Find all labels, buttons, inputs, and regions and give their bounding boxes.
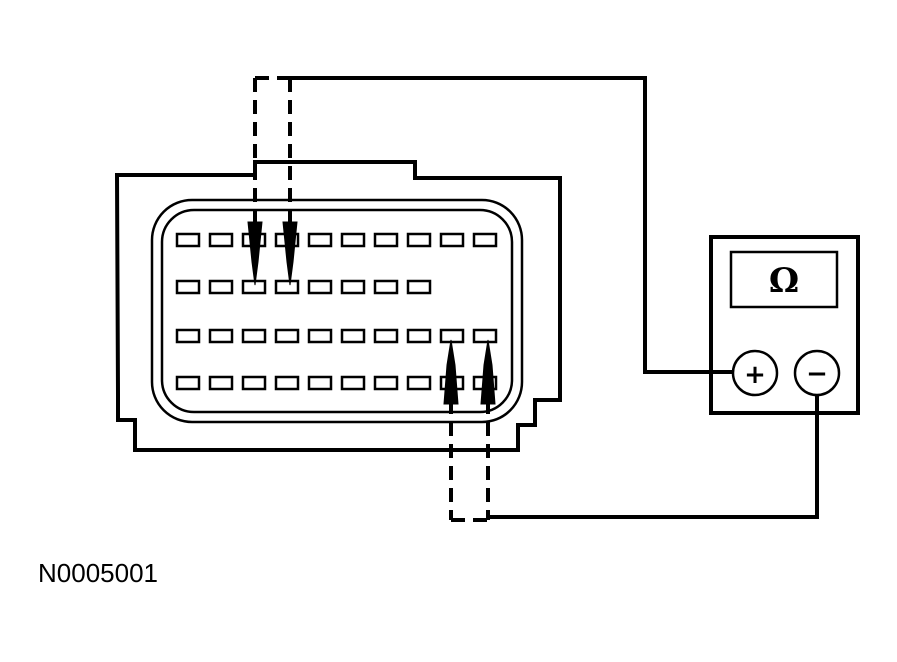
ohmmeter-display	[729, 250, 839, 309]
negative-terminal-label: −	[806, 359, 828, 389]
pin-cavity-r3-p2	[208, 328, 234, 344]
pin-cavity-r4-p3	[241, 375, 267, 391]
pin-cavity-r3-p5	[307, 328, 333, 344]
pin-cavity-r2-p4	[274, 279, 300, 295]
figure-reference-code: N0005001	[38, 558, 158, 588]
pin-cavity-r3-p1	[175, 328, 201, 344]
negative-terminal	[793, 349, 841, 397]
pin-cavity-r3-p4	[274, 328, 300, 344]
pin-cavity-r2-p3	[241, 279, 267, 295]
ohmmeter-body	[709, 235, 860, 415]
pin-cavity-r4-p2	[208, 375, 234, 391]
lead-negative-solid	[488, 394, 819, 519]
positive-terminal-label: +	[744, 360, 766, 390]
pin-cavity-r4-p4	[274, 375, 300, 391]
pin-cavity-r3-p6	[340, 328, 366, 344]
pin-cavity-r3-p8	[406, 328, 432, 344]
pin-cavity-r2-p8	[406, 279, 432, 295]
connector-seal-inner	[160, 208, 514, 414]
probe-tip-top-right	[282, 221, 298, 286]
connector-seal-outer	[150, 198, 524, 424]
pin-cavity-r4-p5	[307, 375, 333, 391]
positive-terminal	[731, 349, 779, 397]
pin-cavity-r1-p5	[307, 232, 333, 248]
pin-cavity-r4-p8	[406, 375, 432, 391]
ohm-symbol: Ω	[769, 261, 799, 301]
connector-housing	[114, 160, 562, 452]
pin-cavity-r2-p2	[208, 279, 234, 295]
pin-cavity-r1-p8	[406, 232, 432, 248]
pin-cavity-r2-p5	[307, 279, 333, 295]
pin-cavity-r3-p3	[241, 328, 267, 344]
pin-cavity-r4-p6	[340, 375, 366, 391]
pin-cavity-r2-p1	[175, 279, 201, 295]
pin-cavity-r1-p9	[439, 232, 465, 248]
probe-tip-bottom-right	[480, 339, 496, 405]
probe-tip-top-left	[247, 221, 263, 286]
pin-cavity-r2-p6	[340, 279, 366, 295]
pin-cavity-r3-p7	[373, 328, 399, 344]
pin-cavity-r1-p10	[472, 232, 498, 248]
pin-cavity-r1-p6	[340, 232, 366, 248]
probe-tip-bottom-left	[443, 339, 459, 405]
pin-cavity-r1-p1	[175, 232, 201, 248]
pin-cavity-r4-p7	[373, 375, 399, 391]
pin-cavity-r1-p7	[373, 232, 399, 248]
pin-cavity-r3-p10	[472, 328, 498, 344]
pin-cavity-r3-p9	[439, 328, 465, 344]
pin-cavity-r1-p2	[208, 232, 234, 248]
pin-cavity-r4-p1	[175, 375, 201, 391]
pin-cavity-r2-p7	[373, 279, 399, 295]
lead-positive-solid	[290, 76, 733, 374]
